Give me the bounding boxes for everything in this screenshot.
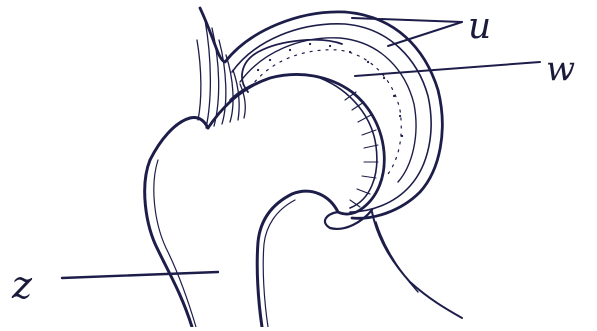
label-w: w: [546, 49, 575, 89]
pointer-line-u-1: [352, 18, 462, 22]
synovial-cavity-line: [250, 50, 401, 174]
capsule-layer-3: [240, 38, 416, 182]
label-u: u: [468, 6, 491, 47]
femur-shaft-left-edge: [145, 160, 192, 327]
pointer-line-w: [355, 62, 540, 76]
ligament-right: [372, 212, 462, 318]
pointer-line-u-2: [388, 22, 462, 46]
pointer-line-z: [62, 272, 218, 278]
ligament-right-2: [376, 222, 418, 292]
femur-shaft-right-edge: [257, 191, 338, 327]
femur-neck-top: [150, 117, 208, 160]
synovial-dots: [258, 44, 402, 136]
femur-shaft-right-edge-shade: [263, 200, 295, 327]
label-z: z: [11, 263, 33, 307]
femur-shaft-left-edge-shade: [154, 160, 196, 327]
